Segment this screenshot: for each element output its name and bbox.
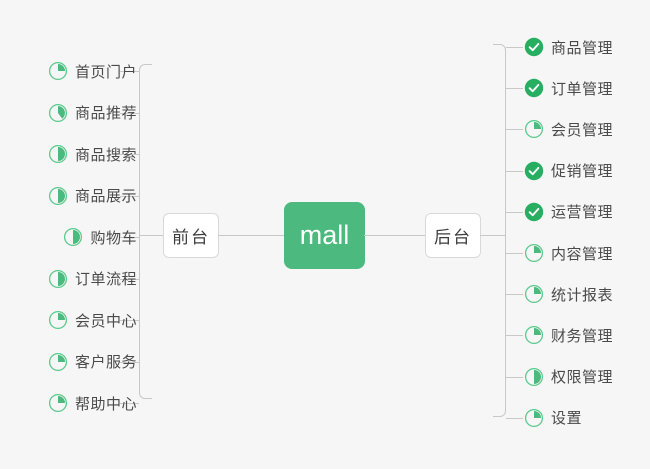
status-icon-partial bbox=[524, 325, 544, 345]
left-root-link bbox=[218, 235, 286, 236]
frontend-item[interactable]: 会员中心 bbox=[48, 308, 137, 332]
status-icon-partial bbox=[63, 227, 83, 247]
status-icon-partial bbox=[524, 284, 544, 304]
backend-item[interactable]: 设置 bbox=[524, 406, 582, 430]
status-icon-partial bbox=[48, 393, 68, 413]
backend-item[interactable]: 运营管理 bbox=[524, 200, 613, 224]
branch-node-frontend[interactable]: 前台 bbox=[163, 213, 219, 258]
status-icon-partial bbox=[48, 269, 68, 289]
left-bracket bbox=[139, 64, 152, 399]
status-icon-done bbox=[524, 161, 544, 181]
status-icon-partial bbox=[48, 352, 68, 372]
backend-item-label: 商品管理 bbox=[551, 39, 614, 57]
connector-stub bbox=[120, 195, 139, 197]
connector-stub bbox=[120, 320, 139, 321]
backend-item-label: 权限管理 bbox=[551, 369, 614, 387]
status-icon-done bbox=[524, 37, 544, 57]
status-icon-done bbox=[524, 202, 544, 222]
status-icon-done bbox=[524, 78, 544, 98]
connector-stub bbox=[506, 170, 523, 172]
root-node-label: mall bbox=[299, 220, 350, 250]
connector-stub bbox=[506, 253, 523, 254]
frontend-item-label: 客户服务 bbox=[74, 354, 137, 371]
status-icon-partial bbox=[524, 408, 544, 428]
frontend-item-label: 商品推荐 bbox=[74, 105, 137, 122]
backend-item-label: 订单管理 bbox=[551, 80, 614, 98]
right-trunk-line bbox=[480, 235, 506, 236]
connector-stub bbox=[506, 417, 523, 419]
backend-item[interactable]: 内容管理 bbox=[524, 241, 613, 265]
root-node-mall[interactable]: mall bbox=[284, 202, 365, 269]
backend-item[interactable]: 会员管理 bbox=[524, 117, 613, 141]
connector-stub bbox=[506, 211, 523, 213]
frontend-item-label: 购物车 bbox=[90, 229, 137, 247]
backend-item[interactable]: 权限管理 bbox=[524, 365, 613, 389]
frontend-item-label: 订单流程 bbox=[74, 271, 137, 288]
status-icon-partial bbox=[48, 103, 68, 123]
branch-node-frontend-label: 前台 bbox=[172, 228, 210, 247]
status-icon-partial bbox=[48, 186, 68, 206]
backend-item-label: 运营管理 bbox=[551, 204, 614, 222]
frontend-item-label: 会员中心 bbox=[74, 312, 137, 330]
status-icon-partial bbox=[48, 144, 68, 164]
backend-item-label: 统计报表 bbox=[551, 286, 614, 304]
backend-item-label: 促销管理 bbox=[551, 163, 614, 181]
connector-stub bbox=[120, 71, 139, 72]
branch-node-backend[interactable]: 后台 bbox=[425, 213, 481, 258]
connector-stub bbox=[120, 278, 139, 280]
connector-stub bbox=[506, 47, 523, 48]
connector-stub bbox=[506, 294, 523, 296]
status-icon-partial bbox=[48, 61, 68, 81]
backend-item[interactable]: 统计报表 bbox=[524, 282, 613, 306]
connector-stub bbox=[120, 112, 139, 114]
branch-node-backend-label: 后台 bbox=[434, 228, 472, 247]
frontend-item[interactable]: 订单流程 bbox=[48, 267, 137, 291]
backend-item-label: 设置 bbox=[551, 410, 583, 428]
connector-stub bbox=[506, 376, 523, 378]
right-root-link bbox=[364, 235, 426, 236]
frontend-item-label: 帮助中心 bbox=[74, 395, 137, 413]
frontend-item-label: 首页门户 bbox=[74, 63, 137, 81]
frontend-item-label: 商品搜索 bbox=[74, 146, 137, 164]
backend-item-label: 内容管理 bbox=[551, 245, 614, 263]
frontend-item[interactable]: 客户服务 bbox=[48, 350, 137, 374]
right-bracket bbox=[493, 44, 506, 417]
frontend-item[interactable]: 商品推荐 bbox=[48, 101, 137, 125]
connector-stub bbox=[506, 129, 523, 131]
frontend-item[interactable]: 商品展示 bbox=[48, 184, 137, 208]
connector-stub bbox=[120, 403, 139, 404]
left-trunk-line bbox=[139, 235, 165, 236]
connector-stub bbox=[120, 237, 139, 238]
status-icon-partial bbox=[524, 367, 544, 387]
frontend-item[interactable]: 首页门户 bbox=[48, 59, 137, 83]
frontend-item[interactable]: 购物车 bbox=[63, 225, 137, 249]
backend-item[interactable]: 商品管理 bbox=[524, 35, 613, 59]
backend-item[interactable]: 财务管理 bbox=[524, 323, 613, 347]
backend-item-label: 财务管理 bbox=[551, 327, 614, 345]
frontend-item[interactable]: 帮助中心 bbox=[48, 391, 137, 415]
connector-stub bbox=[506, 335, 523, 337]
connector-stub bbox=[506, 88, 523, 90]
frontend-item-label: 商品展示 bbox=[74, 188, 137, 205]
status-icon-partial bbox=[524, 243, 544, 263]
backend-item-label: 会员管理 bbox=[551, 121, 614, 139]
backend-item[interactable]: 订单管理 bbox=[524, 76, 613, 100]
connector-stub bbox=[120, 361, 139, 363]
connector-stub bbox=[120, 154, 139, 155]
backend-item[interactable]: 促销管理 bbox=[524, 159, 613, 183]
status-icon-partial bbox=[524, 119, 544, 139]
frontend-item[interactable]: 商品搜索 bbox=[48, 142, 137, 166]
status-icon-partial bbox=[48, 310, 68, 330]
